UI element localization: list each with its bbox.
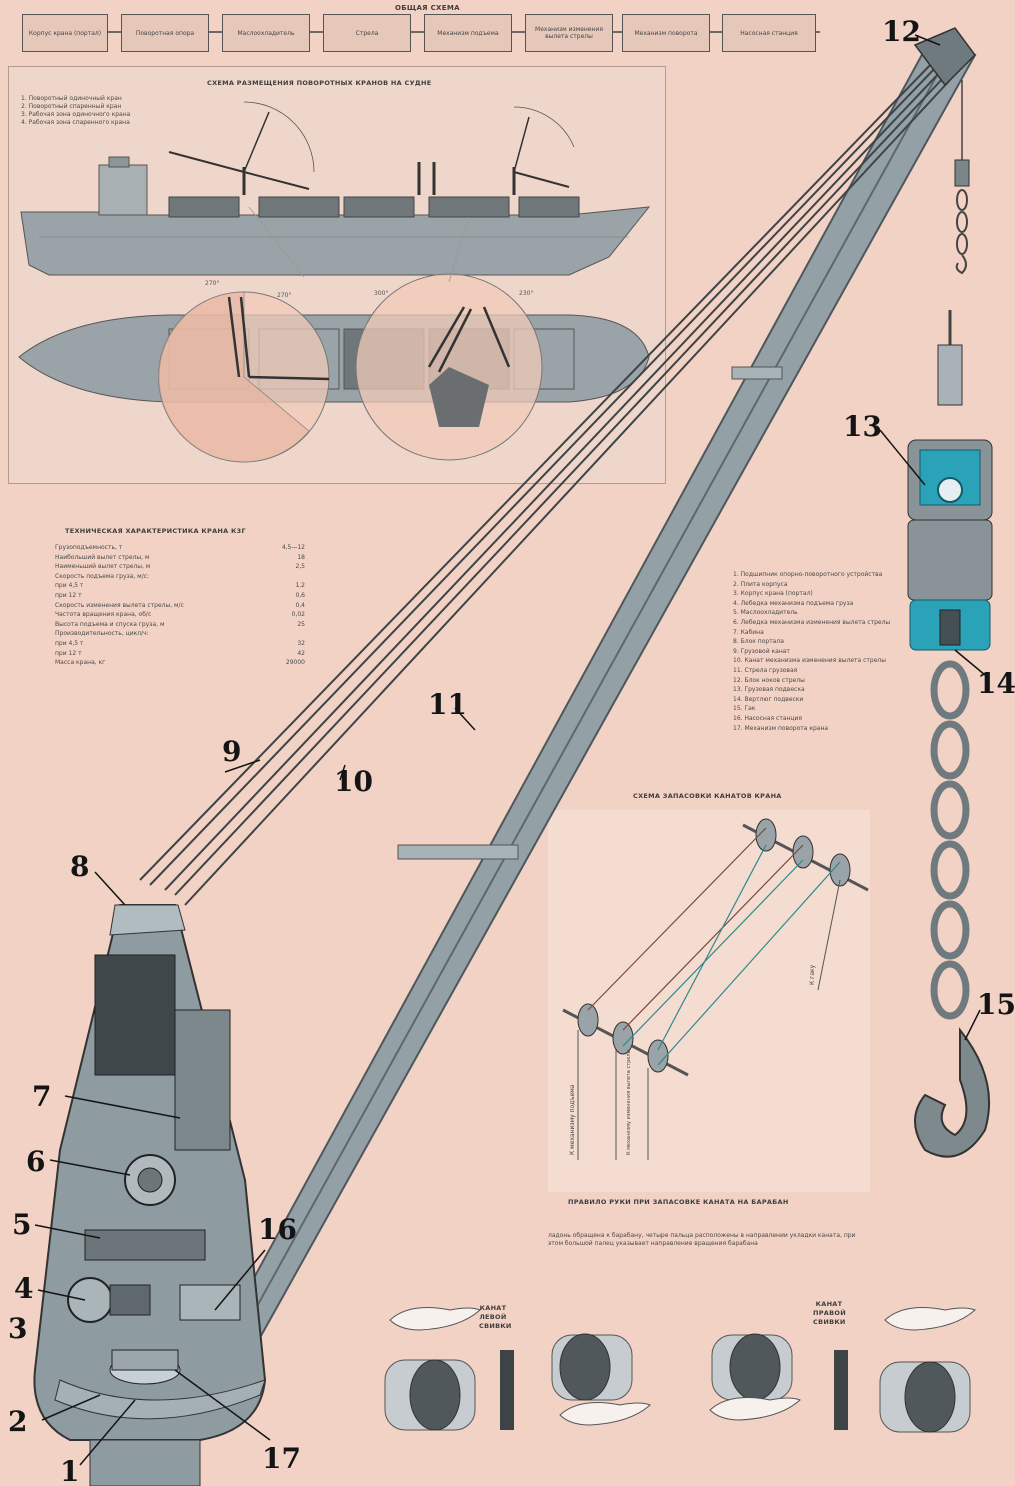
legend-item-14: 14. Вертлюг подвески	[733, 695, 804, 703]
legend-item-10: 10. Канат механизма изменения вылета стр…	[733, 657, 886, 665]
legend-item-8: 8. Блок портала	[733, 638, 784, 646]
general-scheme-title: ОБЩАЯ СХЕМА	[395, 4, 460, 12]
top-box-8: Насосная станция	[722, 14, 816, 52]
legend-item-3: 3. Корпус крана (портал)	[733, 590, 813, 598]
callout-8: 8	[70, 850, 90, 883]
ship-scheme-title: СХЕМА РАЗМЕЩЕНИЯ ПОВОРОТНЫХ КРАНОВ НА СУ…	[207, 79, 432, 87]
rule-title: ПРАВИЛО РУКИ ПРИ ЗАПАСОВКЕ КАНАТА НА БАР…	[568, 1198, 789, 1206]
legend-item-2: 2. Плита корпуса	[733, 580, 788, 588]
right-rope-label: КАНАТ ПРАВОЙ СВИВКИ	[813, 1300, 846, 1326]
callout-10: 10	[334, 765, 373, 798]
callout-12: 12	[882, 15, 921, 48]
legend-item-17: 17. Механизм поворота крана	[733, 724, 829, 732]
rule-text: ладонь обращена к барабану, четыре пальц…	[548, 1232, 856, 1247]
top-box-4: Стрела	[323, 14, 411, 52]
top-box-3: Маслоохладитель	[222, 14, 310, 52]
top-box-6: Механизм изменения вылета стрелы	[525, 14, 613, 52]
reeving-label-3: К гаку	[809, 964, 816, 985]
parts-legend: 1. Подшипник опорно-поворотного устройст…	[733, 570, 891, 733]
ship-scheme-panel: СХЕМА РАЗМЕЩЕНИЯ ПОВОРОТНЫХ КРАНОВ НА СУ…	[8, 66, 666, 484]
legend-item-1: 1. Подшипник опорно-поворотного устройст…	[733, 571, 883, 578]
callout-3: 3	[8, 1312, 28, 1345]
callout-14: 14	[977, 667, 1015, 700]
legend-item-11: 11. Стрела грузовая	[733, 666, 798, 674]
tech-spec-block: ТЕХНИЧЕСКАЯ ХАРАКТЕРИСТИКА КРАНА К3Г Гру…	[55, 527, 305, 668]
callout-6: 6	[26, 1145, 46, 1178]
tech-spec-title: ТЕХНИЧЕСКАЯ ХАРАКТЕРИСТИКА КРАНА К3Г	[65, 527, 246, 535]
callout-11: 11	[428, 688, 467, 721]
legend-item-12: 12. Блок ноков стрелы	[733, 676, 805, 684]
callout-4: 4	[14, 1272, 34, 1305]
reeving-title: СХЕМА ЗАПАСОВКИ КАНАТОВ КРАНА	[633, 792, 782, 800]
legend-item-7: 7. Кабина	[733, 628, 764, 636]
ship-legend-3: 3. Рабочая зона одиночного крана	[21, 111, 131, 118]
legend-item-13: 13. Грузовая подвеска	[733, 686, 805, 694]
ship-scheme-legend: 1. Поворотный одиночный кран 2. Поворотн…	[21, 95, 130, 127]
ship-drawings: 270° 270° 300° 230°	[18, 101, 651, 463]
top-box-2: Поворотная опора	[121, 14, 209, 52]
callout-9: 9	[222, 735, 242, 768]
legend-item-5: 5. Маслоохладитель	[733, 609, 798, 617]
reeving-drawing: К механизму подъема К механизму изменени…	[562, 818, 869, 1160]
reeving-label-1: К механизму подъема	[569, 1084, 576, 1155]
callout-17: 17	[262, 1442, 301, 1475]
callout-1: 1	[60, 1455, 80, 1486]
angle-label-2: 270°	[277, 292, 291, 299]
callout-13: 13	[843, 410, 882, 443]
top-box-5: Механизм подъема	[424, 14, 512, 52]
spec-row: Скорость подъема груза, м/с:	[55, 572, 150, 580]
callout-16: 16	[258, 1213, 297, 1246]
angle-label-1: 270°	[205, 280, 219, 287]
angle-label-3: 300°	[374, 290, 388, 297]
legend-item-15: 15. Гак	[733, 705, 756, 713]
angle-label-4: 230°	[519, 290, 533, 297]
spec-row: Производительность, цикл/ч:	[55, 630, 149, 638]
reeving-panel: К механизму подъема К механизму изменени…	[548, 810, 870, 1192]
top-box-1: Корпус крана (портал)	[22, 14, 108, 52]
callout-15: 15	[977, 988, 1015, 1021]
legend-item-16: 16. Насосная станция	[733, 714, 803, 722]
legend-item-6: 6. Лебедка механизма изменения вылета ст…	[733, 618, 891, 626]
callout-7: 7	[32, 1080, 52, 1113]
ship-legend-4: 4. Рабочая зона спаренного крана	[21, 119, 130, 126]
top-box-7: Механизм поворота	[622, 14, 710, 52]
ship-legend-1: 1. Поворотный одиночный кран	[21, 95, 122, 102]
left-rope-label: КАНАТ ЛЕВОЙ СВИВКИ	[479, 1304, 512, 1330]
ship-legend-2: 2. Поворотный спаренный кран	[21, 103, 122, 110]
callout-5: 5	[12, 1208, 32, 1241]
legend-item-9: 9. Грузовой канат	[733, 647, 790, 655]
callout-2: 2	[8, 1405, 28, 1438]
legend-item-4: 4. Лебедка механизма подъема груза	[733, 599, 854, 607]
reeving-label-2: К механизму изменения вылета стрелы	[626, 1049, 632, 1155]
